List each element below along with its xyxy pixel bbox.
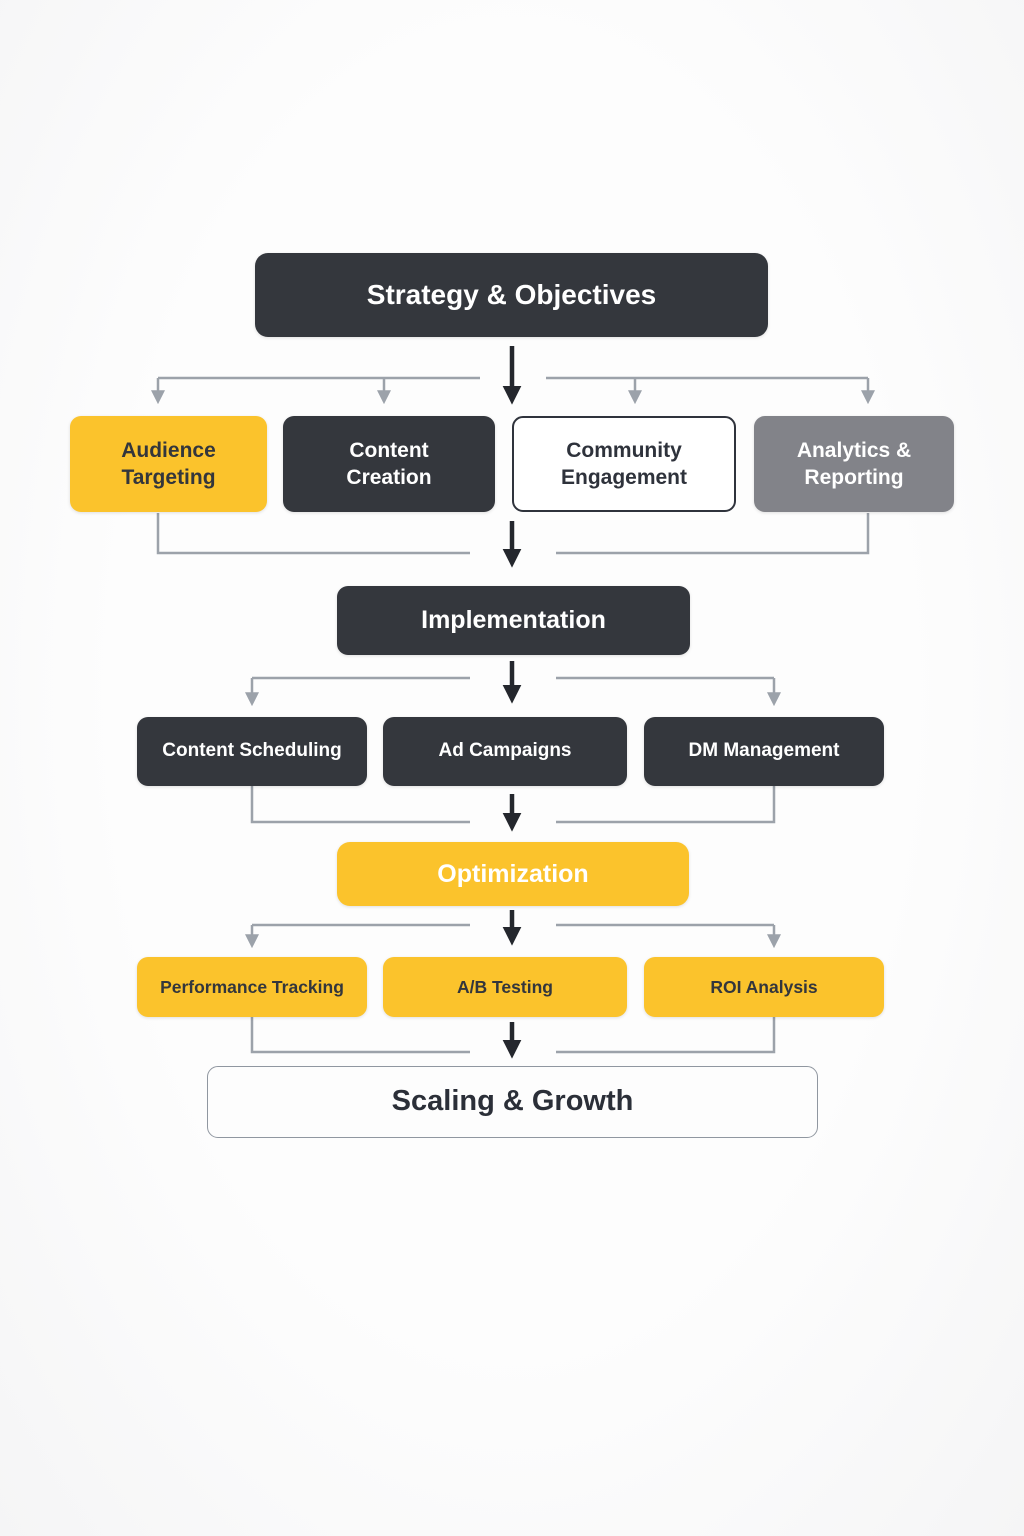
node-audience-targeting: Audience Targeting xyxy=(70,416,267,512)
node-scaling-growth: Scaling & Growth xyxy=(207,1066,818,1138)
node-content-scheduling: Content Scheduling xyxy=(137,717,367,786)
branch-lines-strategy xyxy=(151,376,875,405)
node-content-creation: Content Creation xyxy=(283,416,495,512)
node-ad-campaigns: Ad Campaigns xyxy=(383,717,627,786)
node-performance-tracking: Performance Tracking xyxy=(137,957,367,1017)
node-strategy-objectives: Strategy & Objectives xyxy=(255,253,768,337)
node-community-engagement: Community Engagement xyxy=(512,416,736,512)
node-dm-management: DM Management xyxy=(644,717,884,786)
branch-lines-implementation xyxy=(245,676,781,707)
node-implementation: Implementation xyxy=(337,586,690,655)
branch-lines-optimization xyxy=(245,923,781,949)
merge-lines-implementation xyxy=(156,513,870,555)
node-ab-testing: A/B Testing xyxy=(383,957,627,1017)
node-analytics-reporting: Analytics & Reporting xyxy=(754,416,954,512)
merge-lines-scaling xyxy=(250,1017,776,1054)
node-roi-analysis: ROI Analysis xyxy=(644,957,884,1017)
merge-lines-optimization xyxy=(250,786,776,824)
node-optimization: Optimization xyxy=(337,842,689,906)
